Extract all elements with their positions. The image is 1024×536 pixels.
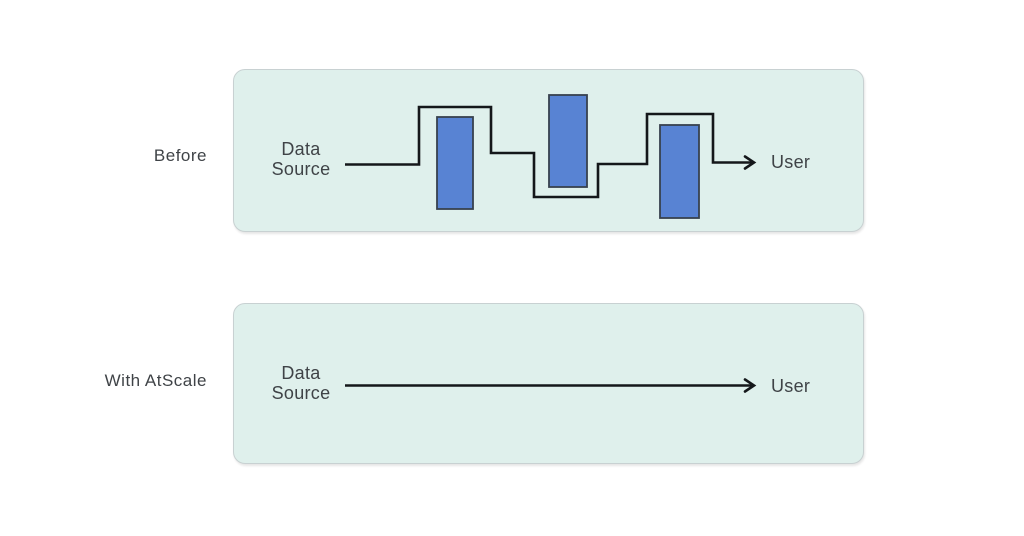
barrier-block-1 bbox=[436, 116, 474, 210]
arrow-head-icon bbox=[743, 378, 757, 393]
before-label: Before bbox=[153, 146, 207, 165]
arrow-head-icon bbox=[743, 155, 757, 170]
user-label: User bbox=[771, 376, 811, 396]
data-source-label: Data Source bbox=[271, 363, 331, 403]
barrier-block-2 bbox=[548, 94, 588, 188]
with-atscale-panel: Data Source User bbox=[233, 303, 864, 464]
with-atscale-label: With AtScale bbox=[104, 371, 207, 390]
atscale-flow-graphic bbox=[345, 378, 757, 393]
barrier-block-3 bbox=[659, 124, 700, 219]
zigzag-flow-line bbox=[345, 105, 753, 199]
user-label: User bbox=[771, 152, 811, 172]
before-flow-graphic bbox=[345, 94, 757, 219]
before-panel: Data Source User bbox=[233, 69, 864, 232]
data-source-label: Data Source bbox=[271, 139, 331, 179]
